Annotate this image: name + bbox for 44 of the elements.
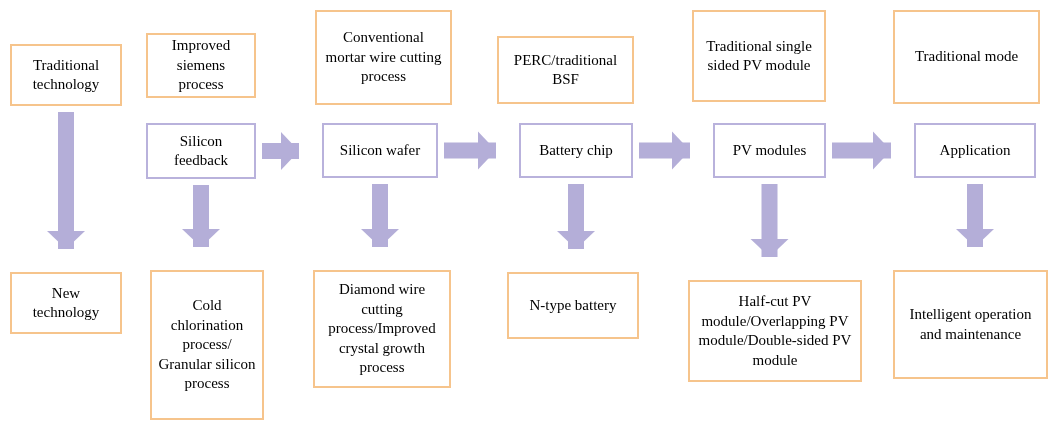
box-label: N-type battery xyxy=(529,295,617,315)
block-arrow xyxy=(832,131,891,170)
block-arrow xyxy=(750,184,789,257)
box-label: PV modules xyxy=(732,140,807,160)
box-label: Traditional single sided PV module xyxy=(705,36,813,75)
block-arrow xyxy=(182,185,220,247)
box-label: Battery chip xyxy=(539,140,613,160)
block-arrow xyxy=(639,131,690,170)
block-arrow xyxy=(361,184,399,247)
stage-box xyxy=(713,123,826,178)
new-method-box xyxy=(507,272,639,339)
box-label: Diamond wire cutting process/Improved crystal growth process xyxy=(327,280,437,378)
box-label: Silicon wafer xyxy=(339,140,421,160)
block-arrow xyxy=(262,132,299,170)
block-arrow xyxy=(557,184,595,249)
new-method-box xyxy=(313,270,451,388)
stage-box xyxy=(519,123,633,178)
current-method-box xyxy=(893,10,1040,104)
box-label: PERC/traditional BSF xyxy=(512,50,619,89)
stage-box xyxy=(914,123,1036,178)
box-label: Traditional mode xyxy=(914,47,1019,67)
box-label: Improved siemens process xyxy=(170,36,232,95)
current-method-box xyxy=(692,10,826,102)
box-label: Cold chlorination process/ Granular silicon process xyxy=(158,296,256,394)
box-label: Traditional technology xyxy=(31,55,101,94)
new-method-box xyxy=(688,280,862,382)
block-arrow xyxy=(956,184,994,247)
stage-box xyxy=(322,123,438,178)
box-label: Application xyxy=(939,140,1011,160)
box-label: Intelligent operation and maintenance xyxy=(908,305,1033,344)
block-arrow xyxy=(47,112,85,249)
current-method-box xyxy=(10,44,122,106)
box-label: Silicon feedback xyxy=(172,131,230,170)
box-label: New technology xyxy=(31,283,101,322)
new-method-box xyxy=(10,272,122,334)
stage-box xyxy=(146,123,256,179)
block-arrow xyxy=(444,131,496,170)
new-method-box xyxy=(150,270,264,420)
new-method-box xyxy=(893,270,1048,379)
current-method-box xyxy=(497,36,634,104)
current-method-box xyxy=(315,10,452,105)
box-label: Conventional mortar wire cutting process xyxy=(324,28,443,87)
box-label: Half-cut PV module/Overlapping PV module/Double-sided PV module xyxy=(697,292,853,370)
current-method-box xyxy=(146,33,256,98)
